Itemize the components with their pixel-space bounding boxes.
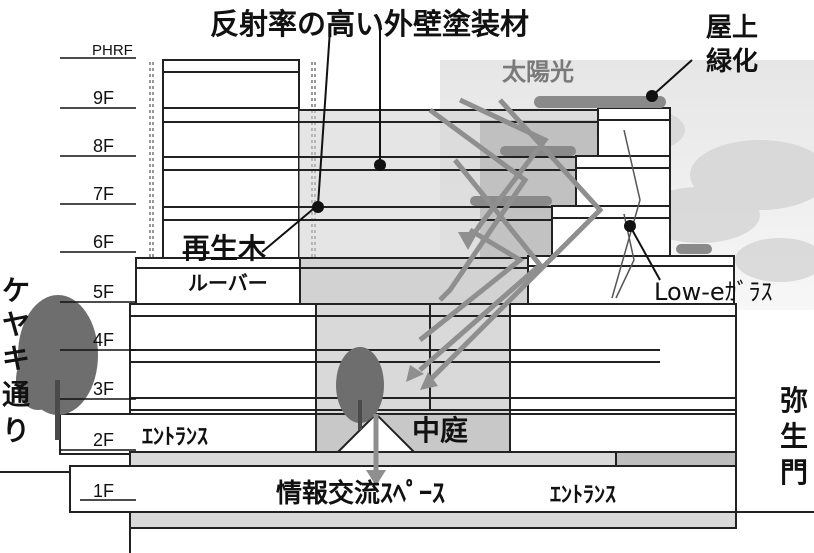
svg-text:ヤ: ヤ [2, 308, 30, 341]
floor-label-1f: 1F [93, 481, 114, 501]
svg-text:生: 生 [780, 420, 808, 453]
label-keyaki-street: ケ ヤ キ 通 り [2, 274, 30, 447]
label-entrance-left: ｴﾝﾄﾗﾝｽ [142, 425, 208, 450]
label-low-e-glass: Low-eｶﾞﾗｽ [654, 278, 773, 306]
floor-label-9f: 9F [93, 88, 114, 108]
floor-label-4f: 4F [93, 330, 114, 350]
label-rooftop-greening-1: 屋上 [706, 13, 758, 43]
leader-dots [312, 90, 658, 232]
label-yayoi-gate: 弥 生 門 [780, 384, 808, 489]
left-tower [162, 59, 300, 261]
leader-lines [261, 29, 693, 281]
floor-label-3f: 3F [93, 379, 114, 399]
svg-text:通: 通 [2, 378, 30, 411]
label-rooftop-greening-2: 緑化 [706, 46, 758, 77]
label-info-exchange-space: 情報交流ｽﾍﾟｰｽ [276, 478, 445, 509]
svg-text:門: 門 [780, 456, 808, 489]
annotations: 反射率の高い外壁塗装材 屋上 緑化 太陽光 再生木 ルーバー Low-eｶﾞﾗｽ… [142, 7, 773, 509]
svg-text:り: り [2, 414, 30, 447]
label-entrance-right: ｴﾝﾄﾗﾝｽ [550, 483, 616, 508]
right-stepped-building [527, 107, 735, 307]
floor-label-7f: 7F [93, 184, 114, 204]
label-recycled-wood: 再生木 [182, 232, 266, 265]
svg-text:弥: 弥 [780, 384, 808, 417]
floor-label-5f: 5F [93, 282, 114, 302]
label-courtyard: 中庭 [412, 414, 468, 447]
floor-1f [0, 465, 814, 553]
louver-hatch-left [149, 62, 154, 258]
floor-label-6f: 6F [93, 232, 114, 252]
floor-label-phrf: PHRF [92, 42, 133, 59]
title-reflective-paint: 反射率の高い外壁塗装材 [210, 7, 529, 41]
label-louver: ルーバー [188, 271, 268, 295]
tree-courtyard-icon [336, 347, 384, 430]
floor-labels: PHRF 9F 8F 7F 6F 5F 4F 3F 2F 1F [92, 42, 133, 501]
svg-text:ケ: ケ [2, 274, 30, 307]
floor-label-2f: 2F [93, 430, 114, 450]
tree-left-icon [16, 295, 98, 440]
label-sunlight: 太陽光 [502, 58, 574, 86]
floor-label-8f: 8F [93, 136, 114, 156]
floor-underlines [60, 57, 136, 501]
sunlight-arrowheads [366, 232, 478, 486]
svg-text:キ: キ [2, 342, 30, 375]
